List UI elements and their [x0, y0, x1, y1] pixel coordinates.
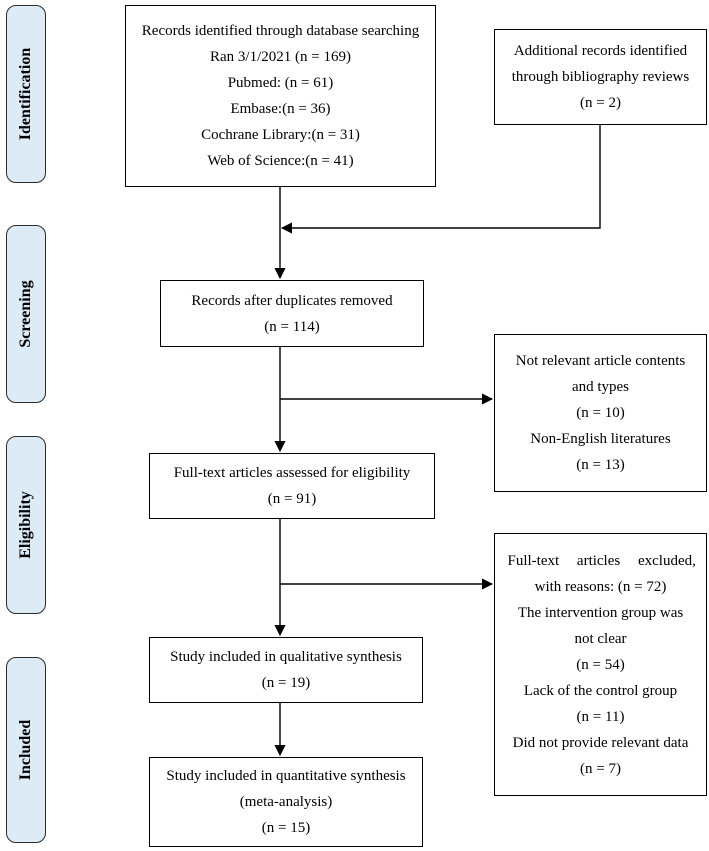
quantitative-synthesis-line: (n = 15) — [261, 820, 311, 836]
additional-records-box: Additional records identified through bi… — [494, 29, 707, 125]
full-text-excluded-line: (n = 11) — [576, 708, 625, 725]
full-text-excluded-line: Lack of the control group — [523, 682, 678, 699]
not-relevant-line: (n = 10) — [576, 405, 625, 421]
not-relevant-line: Non-English literatures — [530, 431, 671, 447]
quantitative-synthesis-line: (meta-analysis) — [239, 794, 333, 810]
qualitative-synthesis-line: (n = 19) — [261, 675, 311, 691]
full-text-assessed-line: (n = 91) — [267, 491, 317, 507]
database-search-line: Pubmed: (n = 61) — [227, 75, 334, 91]
quantitative-synthesis-line: Study included in quantitative synthesis — [166, 768, 406, 784]
full-text-excluded-heading: Full-text articles excluded, — [507, 552, 696, 569]
database-search-line: Web of Science:(n = 41) — [207, 153, 354, 169]
quantitative-synthesis-box: Study included in quantitative synthesis… — [149, 757, 423, 847]
duplicates-removed-line: (n = 114) — [264, 318, 320, 335]
full-text-excluded-line: Did not provide relevant data — [512, 734, 689, 751]
not-relevant-line: Not relevant article contents — [515, 353, 686, 369]
full-text-excluded-line: (n = 54) — [576, 656, 625, 673]
database-search-line: Ran 3/1/2021 (n = 169) — [210, 49, 351, 65]
full-text-excluded-line: with reasons: (n = 72) — [534, 578, 667, 595]
not-relevant-line: and types — [571, 379, 630, 395]
qualitative-synthesis-line: Study included in qualitative synthesis — [170, 649, 402, 665]
duplicates-removed-box: Records after duplicates removed (n = 11… — [160, 280, 424, 347]
phase-identification: Identification — [6, 5, 46, 183]
database-search-box: Records identified through database sear… — [125, 5, 436, 187]
phase-screening: Screening — [6, 225, 46, 403]
full-text-excluded-line: (n = 7) — [580, 760, 621, 777]
full-text-excluded-line: not clear — [574, 630, 627, 647]
additional-records-line: Additional records identified — [513, 43, 688, 59]
phase-included: Included — [6, 657, 46, 843]
duplicates-removed-line: Records after duplicates removed — [191, 292, 393, 309]
full-text-assessed-box: Full-text articles assessed for eligibil… — [149, 453, 435, 519]
full-text-assessed-line: Full-text articles assessed for eligibil… — [173, 465, 411, 481]
database-search-line: Embase:(n = 36) — [230, 101, 331, 117]
phase-eligibility: Eligibility — [6, 436, 46, 614]
qualitative-synthesis-box: Study included in qualitative synthesis … — [149, 637, 423, 703]
connector-additional-merge — [280, 125, 601, 234]
additional-records-line: (n = 2) — [580, 95, 621, 111]
not-relevant-line: (n = 13) — [576, 457, 625, 473]
additional-records-line: through bibliography reviews — [511, 69, 690, 85]
database-search-line: Records identified through database sear… — [141, 23, 420, 39]
full-text-excluded-box: Full-text articles excluded, with reason… — [494, 533, 707, 796]
database-search-line: Cochrane Library:(n = 31) — [201, 127, 360, 143]
not-relevant-box: Not relevant article contents and types … — [494, 334, 707, 492]
full-text-excluded-line: The intervention group was — [517, 604, 684, 621]
